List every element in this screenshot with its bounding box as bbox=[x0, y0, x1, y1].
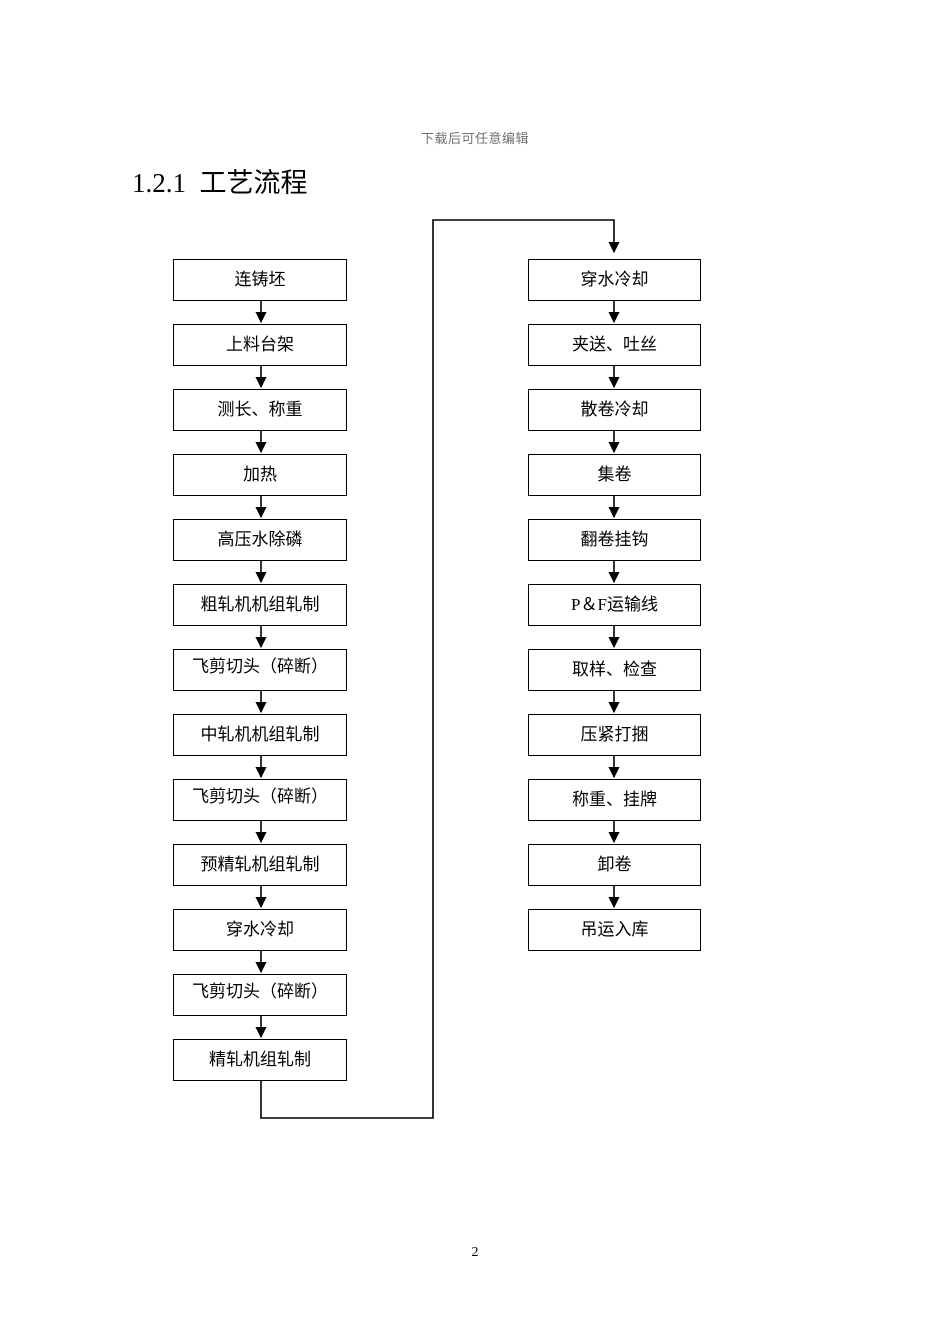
flow-node-label: 加热 bbox=[243, 465, 277, 484]
flow-node-jiare[interactable]: 加热 bbox=[173, 454, 347, 496]
flow-node-yujingzha-jizu-zhazhi[interactable]: 预精轧机组轧制 bbox=[173, 844, 347, 886]
flow-node-quyang-jiancha[interactable]: 取样、检查 bbox=[528, 649, 701, 691]
flow-node-label: 翻卷挂钩 bbox=[580, 530, 649, 549]
flow-node-label: 上料台架 bbox=[226, 335, 294, 354]
flow-node-feijianqietou-2[interactable]: 飞剪切头（碎断） bbox=[173, 779, 347, 821]
flow-node-label: P＆F运输线 bbox=[571, 595, 658, 614]
flow-node-label: 集卷 bbox=[597, 465, 632, 484]
flow-node-diaoyunruku[interactable]: 吊运入库 bbox=[528, 909, 701, 951]
flow-node-yajin-dakun[interactable]: 压紧打捆 bbox=[528, 714, 701, 756]
flow-node-label: 吊运入库 bbox=[580, 920, 649, 939]
flow-node-label: 高压水除磷 bbox=[217, 530, 303, 549]
flow-node-label: 散卷冷却 bbox=[580, 400, 649, 419]
flow-node-feijianqietou-3[interactable]: 飞剪切头（碎断） bbox=[173, 974, 347, 1016]
flow-node-label: 压紧打捆 bbox=[580, 725, 649, 744]
flow-node-label: 粗轧机机组轧制 bbox=[200, 595, 320, 614]
flow-node-fanjuanguagou[interactable]: 翻卷挂钩 bbox=[528, 519, 701, 561]
flow-node-label: 取样、检查 bbox=[572, 660, 657, 679]
flow-node-feijianqietou-1[interactable]: 飞剪切头（碎断） bbox=[173, 649, 347, 691]
page-number: 2 bbox=[471, 1245, 479, 1260]
flow-node-chengzhong-guapai[interactable]: 称重、挂牌 bbox=[528, 779, 701, 821]
flow-node-jiasong-tusi[interactable]: 夹送、吐丝 bbox=[528, 324, 701, 366]
flow-node-lianzhupi[interactable]: 连铸坯 bbox=[173, 259, 347, 301]
flow-node-gaoyashuichulin[interactable]: 高压水除磷 bbox=[173, 519, 347, 561]
flow-node-label: 精轧机组轧制 bbox=[209, 1050, 311, 1069]
flow-node-label: 穿水冷却 bbox=[580, 270, 649, 289]
flow-node-label: 预精轧机组轧制 bbox=[200, 855, 320, 874]
flow-node-label: 卸卷 bbox=[597, 855, 632, 874]
flow-node-chuanshuilengque-left[interactable]: 穿水冷却 bbox=[173, 909, 347, 951]
page-title: 1.2.1 工艺流程 bbox=[132, 168, 308, 198]
flow-node-jijuan[interactable]: 集卷 bbox=[528, 454, 701, 496]
flow-node-label: 夹送、吐丝 bbox=[572, 335, 657, 354]
flow-node-label: 飞剪切头（碎断） bbox=[192, 787, 328, 806]
flow-node-zhongzhaji-jizu-zhazhi[interactable]: 中轧机机组轧制 bbox=[173, 714, 347, 756]
flow-node-chuanshuilengque-right[interactable]: 穿水冷却 bbox=[528, 259, 701, 301]
flow-node-label: 穿水冷却 bbox=[226, 920, 294, 939]
flow-node-label: 测长、称重 bbox=[217, 400, 303, 419]
flow-node-label: 飞剪切头（碎断） bbox=[192, 982, 328, 1001]
flow-node-label: 称重、挂牌 bbox=[572, 790, 657, 809]
running-header: 下载后可任意编辑 bbox=[420, 132, 529, 147]
flow-node-label: 连铸坯 bbox=[234, 270, 286, 289]
flow-node-shangliaotaijia[interactable]: 上料台架 bbox=[173, 324, 347, 366]
flow-node-pf-yunshuxian[interactable]: P＆F运输线 bbox=[528, 584, 701, 626]
flow-node-sanjuanlengque[interactable]: 散卷冷却 bbox=[528, 389, 701, 431]
flow-node-cechang-chengzhong[interactable]: 测长、称重 bbox=[173, 389, 347, 431]
flow-node-label: 飞剪切头（碎断） bbox=[192, 657, 328, 676]
flow-node-jingzha-jizu-zhazhi[interactable]: 精轧机组轧制 bbox=[173, 1039, 347, 1081]
flow-node-label: 中轧机机组轧制 bbox=[200, 725, 320, 744]
flow-node-xiejuan[interactable]: 卸卷 bbox=[528, 844, 701, 886]
flow-node-cuzhaji-jizu-zhazhi[interactable]: 粗轧机机组轧制 bbox=[173, 584, 347, 626]
